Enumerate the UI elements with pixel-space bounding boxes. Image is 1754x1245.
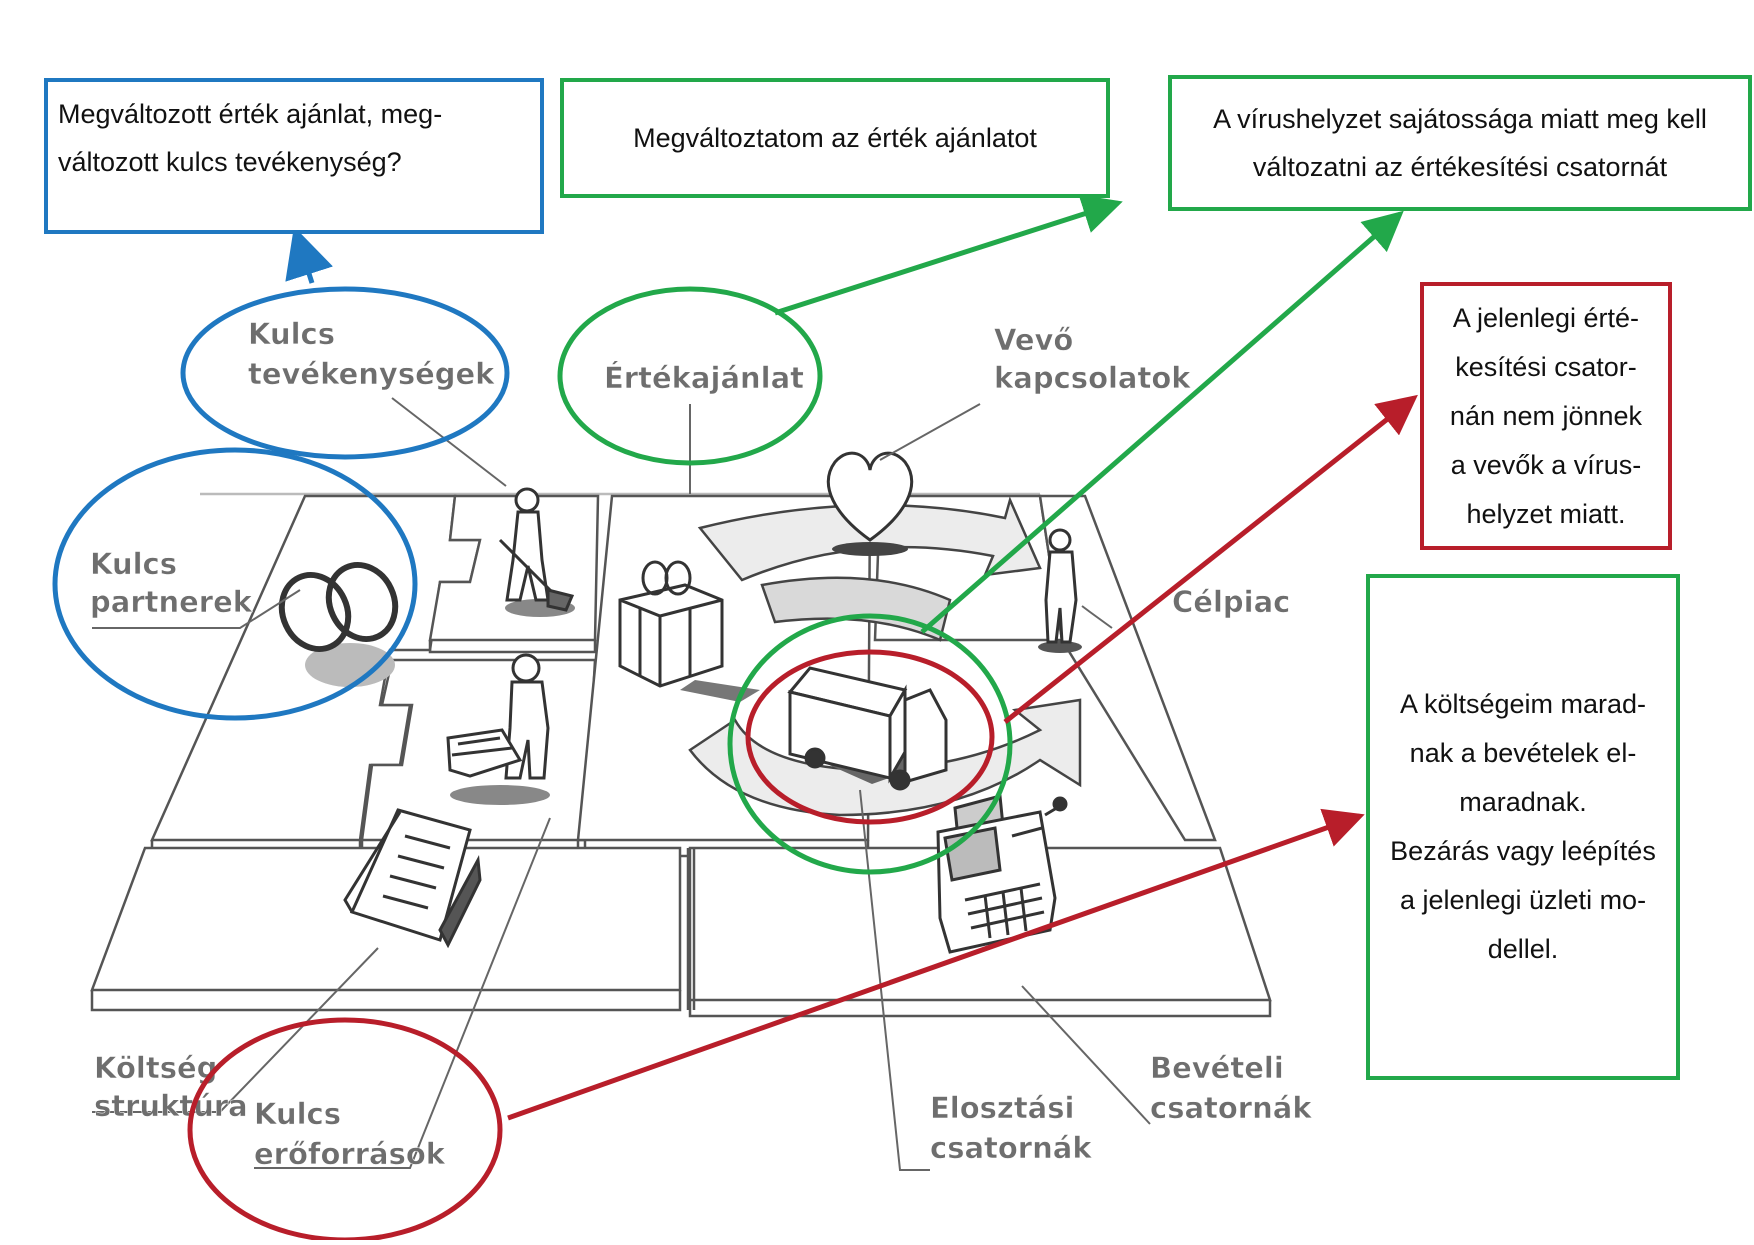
label-customer-segments: Célpiac (1172, 585, 1290, 619)
callout-change-value-proposition: Megváltoztatom az érték ajánlatot (560, 78, 1110, 198)
green-arrow-channel (920, 210, 1404, 634)
label-key-activities-2: tevékenységek (248, 357, 495, 391)
callout-text: A jelenlegi érté- kesítési csator- nán n… (1449, 302, 1643, 529)
callout-text: A vírushelyzet sajátossága miatt meg kel… (1213, 104, 1707, 182)
heart-icon (826, 451, 914, 556)
label-leader-lines (92, 397, 1151, 1171)
label-key-resources-1: Kulcs (254, 1097, 341, 1131)
green-arrow-value (774, 194, 1123, 316)
label-revenue-streams-1: Bevételi (1150, 1051, 1284, 1085)
blue-ellipse-key-activities (180, 286, 510, 460)
machine-icon (446, 653, 550, 805)
callout-text: Megváltoztatom az érték ajánlatot (633, 123, 1037, 153)
label-channels-1: Elosztási (930, 1091, 1074, 1125)
label-customer-relationships-1: Vevő (994, 323, 1073, 357)
document-icon (343, 808, 482, 949)
red-arrow-costs (507, 808, 1365, 1121)
label-key-activities-1: Kulcs (248, 317, 335, 351)
callout-costs-remain: A költségeim marad- nak a bevételek el- … (1366, 574, 1680, 1080)
callout-changed-value-and-activity: Megváltozott érték ajánlat, meg- változo… (44, 78, 544, 234)
label-key-partners-2: partnerek (90, 585, 253, 619)
blue-arrow (285, 226, 333, 284)
truck-icon (787, 666, 948, 791)
label-value-proposition: Értékajánlat (604, 361, 804, 395)
blue-ellipse-key-partners (52, 447, 418, 721)
annotation-ellipses (52, 286, 1013, 1243)
callout-customers-not-coming: A jelenlegi érté- kesítési csator- nán n… (1420, 282, 1672, 550)
label-customer-relationships-2: kapcsolatok (994, 361, 1191, 395)
annotation-arrows (285, 194, 1418, 1121)
label-cost-structure-1: Költség (94, 1051, 217, 1085)
callout-change-sales-channel: A vírushelyzet sajátossága miatt meg kel… (1168, 75, 1752, 211)
rings-icon (278, 562, 399, 687)
red-arrow-customers (1003, 394, 1418, 724)
canvas-board (90, 492, 1272, 1018)
callout-text: Megváltozott érték ajánlat, meg- változo… (58, 99, 443, 177)
label-revenue-streams-2: csatornák (1150, 1091, 1312, 1125)
person-icon (1038, 528, 1082, 653)
green-ellipse-value-proposition (557, 286, 823, 466)
green-ellipse-channels (727, 613, 1013, 875)
label-key-partners-1: Kulcs (90, 547, 177, 581)
red-ellipse-channels (745, 649, 995, 825)
worker-icon (498, 487, 575, 617)
label-key-resources-2: erőforrások (254, 1137, 446, 1171)
red-ellipse-cost-structure (187, 1017, 503, 1243)
callout-text: A költségeim marad- nak a bevételek el- … (1390, 689, 1656, 964)
label-channels-2: csatornák (930, 1131, 1092, 1165)
cash-register-icon (936, 794, 1068, 954)
label-cost-structure-2: struktúra (94, 1089, 248, 1123)
